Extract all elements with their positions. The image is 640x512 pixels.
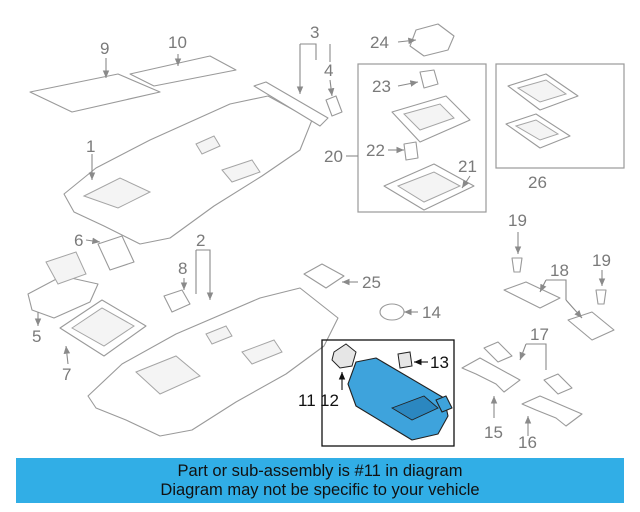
callout-14: 14 bbox=[422, 303, 441, 322]
bracket-12 bbox=[331, 343, 357, 390]
banner-line-1: Part or sub-assembly is #11 in diagram bbox=[177, 462, 463, 480]
info-banner: Part or sub-assembly is #11 in diagram D… bbox=[16, 458, 624, 503]
group-20 bbox=[346, 69, 475, 211]
callout-10: 10 bbox=[168, 33, 187, 52]
banner-line-2: Diagram may not be specific to your vehi… bbox=[160, 481, 480, 499]
clip-13 bbox=[397, 351, 428, 369]
screw-19a bbox=[511, 232, 523, 273]
callout-1: 1 bbox=[86, 137, 95, 156]
callout-2: 2 bbox=[196, 231, 205, 250]
callout-4: 4 bbox=[324, 61, 333, 80]
screw-19b bbox=[595, 270, 607, 305]
callout-24: 24 bbox=[370, 33, 389, 52]
callout-8: 8 bbox=[178, 259, 187, 278]
callout-7: 7 bbox=[62, 365, 71, 384]
callout-9: 9 bbox=[100, 39, 109, 58]
group-26 bbox=[505, 73, 579, 149]
callout-5: 5 bbox=[32, 327, 41, 346]
rail-3 bbox=[253, 43, 331, 127]
callout-25: 25 bbox=[362, 273, 381, 292]
callout-19b: 19 bbox=[592, 251, 611, 270]
callout-20: 20 bbox=[324, 147, 343, 166]
grip-16 bbox=[521, 395, 583, 436]
sun-visor-11 bbox=[347, 357, 453, 441]
panel-10 bbox=[129, 54, 237, 87]
bracket-17 bbox=[483, 341, 573, 395]
callout-15: 15 bbox=[484, 423, 503, 442]
console-5 bbox=[27, 251, 99, 326]
callout-21: 21 bbox=[458, 157, 477, 176]
callout-19a: 19 bbox=[508, 211, 527, 230]
clip-4 bbox=[325, 79, 343, 117]
lamp-24 bbox=[397, 23, 455, 57]
headliner-1 bbox=[63, 95, 313, 245]
callout-17: 17 bbox=[530, 325, 549, 344]
lamp-25 bbox=[303, 263, 358, 289]
holder-18 bbox=[503, 279, 615, 341]
callout-3: 3 bbox=[310, 23, 319, 42]
clip-14 bbox=[379, 303, 418, 321]
callout-18: 18 bbox=[550, 261, 569, 280]
hook-8 bbox=[163, 278, 191, 313]
bracket-6 bbox=[85, 235, 135, 271]
callout-16: 16 bbox=[518, 433, 537, 452]
callout-6: 6 bbox=[74, 231, 83, 250]
callout-13: 13 bbox=[430, 353, 449, 372]
frame-7 bbox=[59, 299, 147, 365]
panel-9 bbox=[29, 58, 161, 113]
grip-15 bbox=[461, 357, 521, 418]
headliner-2 bbox=[87, 249, 339, 437]
callout-26: 26 bbox=[528, 173, 547, 192]
callout-12: 12 bbox=[320, 391, 339, 410]
callout-23: 23 bbox=[372, 77, 391, 96]
callout-11: 11 bbox=[298, 391, 316, 410]
callout-22: 22 bbox=[366, 141, 385, 160]
